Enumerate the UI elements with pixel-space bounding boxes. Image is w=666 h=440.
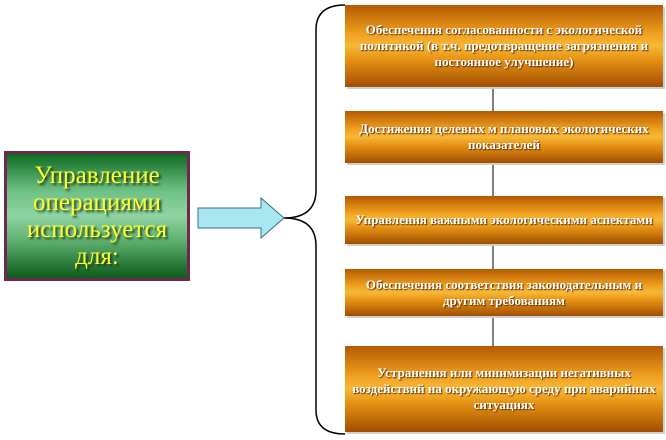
purpose-box-5: Устранения или минимизации негативных во…: [345, 346, 663, 432]
purpose-box-2: Достижения целевых м плановых экологичес…: [345, 111, 663, 163]
curly-brace: [283, 4, 346, 435]
purpose-box-1: Обеспечения согласованности с экологичес…: [345, 5, 663, 87]
purpose-text-5: Устранения или минимизации негативных во…: [352, 365, 656, 412]
purpose-text-3: Управления важными экологическими аспект…: [355, 212, 653, 227]
purpose-text-2: Достижения целевых м плановых экологичес…: [359, 121, 649, 152]
left-title-box: Управление операциями используется для:: [4, 151, 190, 281]
purpose-box-3: Управления важными экологическими аспект…: [345, 196, 663, 244]
purpose-text-4: Обеспечения соответствия законодательным…: [365, 276, 643, 308]
left-title-text: Управление операциями используется для:: [26, 162, 168, 270]
right-arrow: [197, 196, 285, 240]
purpose-text-1: Обеспечения согласованности с экологичес…: [359, 22, 649, 69]
purpose-box-4: Обеспечения соответствия законодательным…: [345, 269, 663, 316]
